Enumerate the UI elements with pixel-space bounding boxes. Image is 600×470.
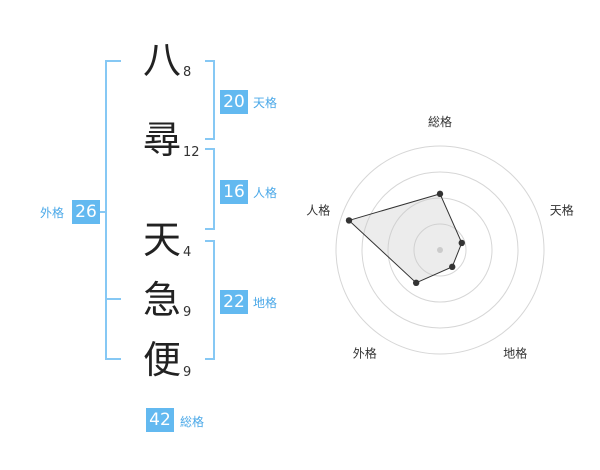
gaikaku-label: 外格	[40, 206, 65, 220]
tenkaku-value-badge: 20	[220, 90, 248, 114]
tenkaku-label: 天格	[253, 96, 278, 110]
radar-ring	[413, 223, 467, 277]
soukaku-label: 総格	[180, 415, 205, 429]
radar-axis-label: 天格	[550, 202, 574, 217]
radar-ring	[335, 145, 545, 355]
stroke-count-4: 9	[183, 305, 192, 320]
radar-point	[449, 263, 456, 271]
radar-center-dot	[437, 247, 443, 253]
jinkaku-bracket-top	[205, 148, 215, 150]
name-char-1: 八	[142, 38, 181, 82]
chikaku-value-badge: 22	[220, 290, 248, 314]
gaikaku-bracket-mid	[105, 298, 121, 300]
stroke-count-1: 8	[183, 65, 192, 80]
soukaku-value-badge: 42	[146, 408, 174, 432]
gaikaku-bracket-bottom	[105, 358, 121, 360]
tenkaku-bracket-top	[205, 60, 215, 62]
jinkaku-bracket-bottom	[205, 228, 215, 230]
stroke-count-2: 12	[183, 145, 200, 160]
jinkaku-value-badge: 16	[220, 180, 248, 204]
gaikaku-bracket	[105, 60, 107, 360]
radar-series-area	[348, 193, 463, 284]
jinkaku-label: 人格	[253, 186, 278, 200]
gaikaku-bracket-top	[105, 60, 121, 62]
chikaku-bracket-bottom	[205, 358, 215, 360]
jinkaku-bracket	[213, 148, 215, 230]
name-char-3: 天	[142, 218, 181, 262]
tenkaku-bracket-bottom	[205, 138, 215, 140]
radar-axis-label: 総格	[428, 114, 452, 129]
chikaku-label: 地格	[253, 296, 278, 310]
stroke-count-5: 9	[183, 365, 192, 380]
radar-point	[436, 190, 444, 198]
name-char-4: 急	[142, 278, 181, 322]
radar-point	[412, 279, 420, 287]
radar-point	[345, 217, 353, 224]
chikaku-bracket	[213, 240, 215, 360]
name-char-2: 尋	[142, 118, 181, 162]
radar-ring	[361, 171, 519, 329]
gaikaku-value-badge: 26	[72, 200, 100, 224]
radar-axis-label: 地格	[503, 346, 527, 361]
radar-ring	[387, 197, 493, 303]
radar-point	[458, 239, 465, 247]
radar-axis-label: 人格	[306, 202, 330, 217]
tenkaku-bracket	[213, 60, 215, 140]
chikaku-bracket-top	[205, 240, 215, 242]
stroke-count-3: 4	[183, 245, 192, 260]
radar-axis-label: 外格	[353, 346, 377, 361]
gaikaku-bracket-connector	[97, 211, 107, 213]
name-char-5: 便	[142, 338, 181, 382]
